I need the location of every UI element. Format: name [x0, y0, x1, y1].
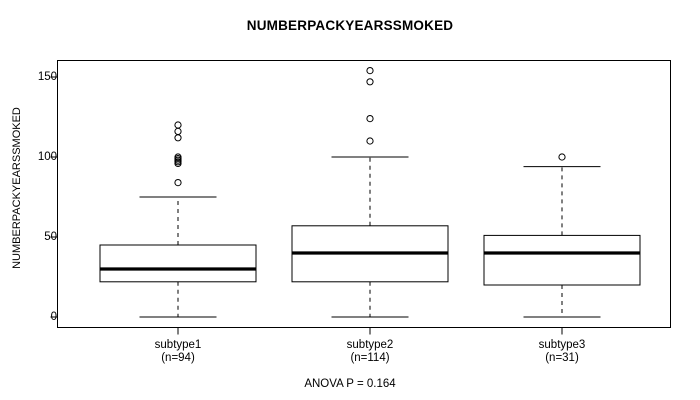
- box-group-subtype2: [291, 67, 449, 318]
- box-group-subtype3: [483, 153, 641, 318]
- y-axis-ticks: [50, 76, 58, 318]
- x-axis-label-subtype1-name: subtype1: [154, 339, 202, 351]
- page-title: NUMBERPACKYEARSSMOKED: [246, 18, 454, 33]
- x-axis-label-subtype2-name: subtype2: [346, 339, 394, 351]
- plot-frame: [57, 60, 671, 328]
- box-rect-subtype3: [483, 234, 641, 286]
- x-axis-label-subtype2: subtype2 (n=114): [280, 339, 460, 365]
- outlier-subtype2-1: [366, 78, 374, 86]
- x-axis-label-subtype1-count: (n=94): [161, 352, 195, 364]
- x-axis-label-subtype3-count: (n=31): [545, 352, 579, 364]
- x-axis-label-subtype3: subtype3 (n=31): [472, 339, 652, 365]
- x-axis-label-subtype1: subtype1 (n=94): [88, 339, 268, 365]
- outlier-subtype1-0: [174, 121, 182, 129]
- outlier-subtype1-1: [174, 127, 182, 135]
- x-axis-label-subtype3-name: subtype3: [538, 339, 586, 351]
- outlier-subtype2-3: [366, 137, 374, 145]
- x-axis-label-subtype2-count: (n=114): [350, 352, 390, 364]
- outlier-subtype2-0: [366, 67, 374, 75]
- y-tick-label-150: 150: [37, 71, 57, 83]
- outlier-subtype1-7: [174, 159, 182, 167]
- box-group-subtype1: [99, 121, 257, 318]
- x-axis-ticks: [177, 327, 563, 335]
- box-rect-subtype1: [99, 244, 257, 283]
- y-tick-label-100: 100: [37, 151, 57, 163]
- outlier-subtype1-8: [174, 179, 182, 187]
- outlier-subtype1-2: [174, 134, 182, 142]
- box-layer: [99, 67, 641, 318]
- outlier-subtype2-2: [366, 115, 374, 123]
- outlier-subtype3-0: [558, 153, 566, 161]
- anova-annotation: ANOVA P = 0.164: [304, 378, 396, 390]
